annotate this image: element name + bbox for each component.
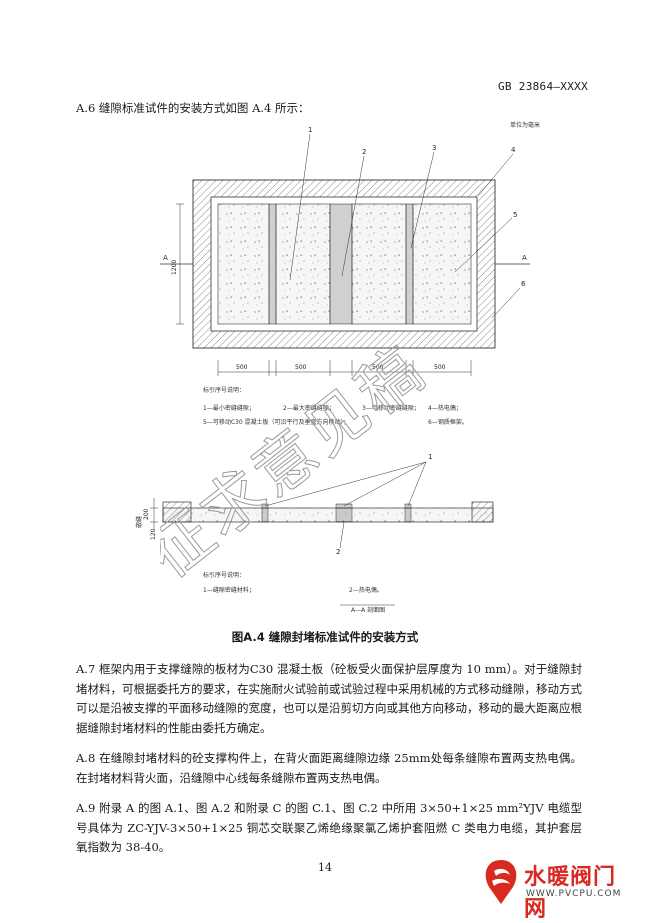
section-legend-item-2: 2—热电偶。 [349,586,383,594]
legend-item-3: 3—可移动密缝缝隙； [362,404,420,412]
dim-height: 1200 [171,260,178,275]
dim-width-3: 500 [372,364,384,371]
seam-movable [405,203,414,325]
paragraph-a9: A.9 附录 A 的图 A.1、图 A.2 和附录 C 的图 C.1、图 C.2… [76,801,582,854]
paragraph-a7: A.7 框架内用于支撑缝隙的板材为C30 混凝土板（砼板受火面保护层厚度为 10… [76,662,582,735]
standard-number: GB 23864—XXXX [498,80,588,93]
figure-caption: 图A.4 缝隙封堵标准试件的安装方式 [231,630,419,644]
svg-text:征求意见稿: 征求意见稿 [160,331,439,592]
legend-title: 标引序号说明： [203,386,245,394]
logo-url: WWW.PVCPU.COM [526,889,622,899]
logo-name: 水暖阀门网 [524,865,617,922]
section-callout-2: 2 [336,548,340,556]
paragraph-a8: A.8 在缝隙封堵材料的砼支撑构件上，在背火面距离缝隙边缘 25mm处每条缝隙布… [76,751,582,785]
section-legend-item-1: 1—缝隙密缝材料； [203,586,255,594]
legend-item-6: 6—钢质框架。 [428,418,468,426]
logo-mark-icon [485,860,517,904]
dim-width-2: 500 [295,364,307,371]
section-side-label: 嵌缝 [135,516,143,528]
page-number: 14 [318,861,332,874]
callout-2: 2 [362,148,366,156]
section-dim-2: 120 [150,528,157,540]
section-a6-text: A.6 缝隙标准试件的安装方式如图 A.4 所示： [76,101,310,115]
seam-min [268,203,277,325]
section-callout-1: 1 [428,453,432,461]
section-caption: A—A 剖面图 [351,606,385,614]
concrete-slab [351,203,407,325]
concrete-slab [217,203,270,325]
callout-1: 1 [308,126,312,134]
section-mark-left: A [163,254,168,262]
section-dim-1: 200 [143,508,150,520]
legend-item-1: 1—最小密缝缝隙； [203,404,255,412]
section-legend-title: 标引序号说明： [203,571,245,579]
callout-5: 5 [513,211,517,219]
site-logo[interactable]: 水暖阀门网 WWW.PVCPU.COM [480,857,638,922]
callout-6: 6 [521,280,526,288]
concrete-slab [275,203,331,325]
section-slab [162,507,494,523]
legend-item-2: 2—最大密缝缝隙； [283,404,335,412]
legend-item-4: 4—热电偶； [428,404,462,412]
draft-watermark: 征求意见稿 [160,331,440,593]
legend-item-5: 5—可移动C30 混凝土板（可沿平行及垂直方向移动）； [203,418,350,426]
seam-max [329,203,353,325]
callout-4: 4 [511,146,516,154]
dim-width-1: 500 [236,364,248,371]
unit-note: 单位为毫米 [510,121,540,129]
steel-frame [192,179,496,349]
section-mark-right: A [522,254,527,262]
callout-3: 3 [432,144,436,152]
dim-width-4: 500 [434,364,446,371]
concrete-slab [412,203,472,325]
